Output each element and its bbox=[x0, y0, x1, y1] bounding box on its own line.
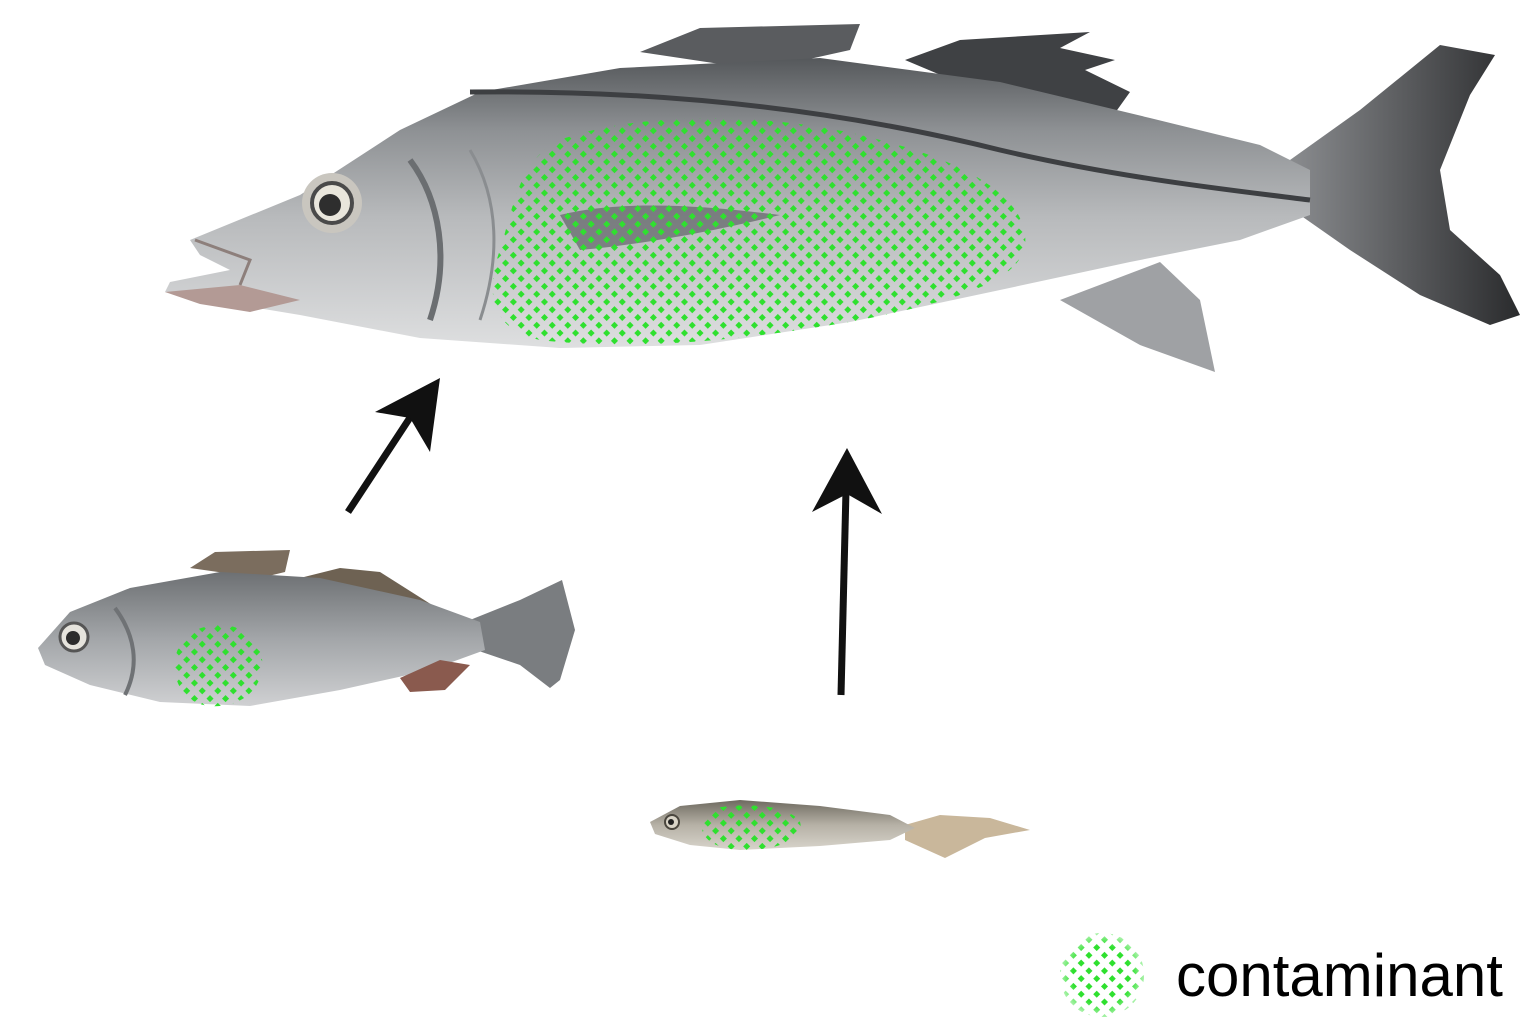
small-fish-tail-fin bbox=[905, 815, 1030, 858]
large-fish-tail-fin bbox=[1290, 45, 1520, 325]
legend-label: contaminant bbox=[1176, 946, 1503, 1006]
large-fish-anal-fin bbox=[1060, 262, 1215, 372]
medium-fish-tail-fin bbox=[470, 580, 575, 688]
medium-fish bbox=[38, 550, 575, 706]
arrowhead-medium-to-large bbox=[375, 378, 440, 452]
small-fish bbox=[650, 800, 1030, 858]
arrow-small-to-large bbox=[812, 448, 882, 695]
legend-swatch bbox=[1060, 933, 1144, 1017]
large-predator-fish bbox=[165, 24, 1520, 372]
arrow-medium-to-large bbox=[348, 378, 440, 512]
